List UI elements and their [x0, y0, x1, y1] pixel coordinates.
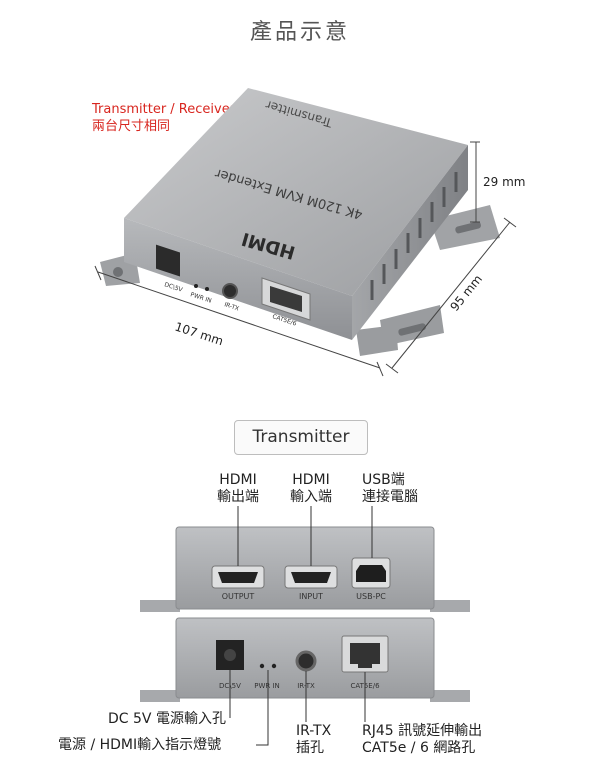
- led-icon: [194, 284, 198, 288]
- callout-usb-line2: 連接電腦: [362, 489, 418, 505]
- callout-ir-line2: 插孔: [296, 740, 324, 756]
- hdmi-socket-icon: [218, 572, 258, 583]
- usb-socket-icon: [356, 565, 386, 582]
- callout-hdmi-input-line2: 輸入端: [290, 489, 332, 505]
- model-note-line1: Transmitter / Receiver: [92, 102, 236, 117]
- port-label-ir: IR-TX: [223, 301, 240, 312]
- mount-slot-icon: [398, 323, 426, 336]
- panel-ear-right: [430, 600, 470, 612]
- port-label-pwr: PWR IN: [189, 291, 212, 304]
- panel-ear-right: [430, 690, 470, 702]
- callout-dc: DC 5V 電源輸入孔: [108, 711, 226, 727]
- led-icon: [205, 287, 209, 291]
- model-note-line2: 兩台尺寸相同: [92, 119, 171, 134]
- rj45-socket-icon: [270, 286, 302, 312]
- mount-ear-right-front: [380, 305, 444, 346]
- callout-rj45-line1: RJ45 訊號延伸輸出: [362, 723, 483, 739]
- dc-jack-icon: [156, 244, 180, 277]
- panel-ear-left: [140, 690, 180, 702]
- mount-hole-icon: [113, 267, 123, 277]
- case-top-face: [124, 88, 468, 296]
- callout-hdmi-output-line1: HDMI: [219, 472, 257, 488]
- section-label-transmitter: Transmitter: [234, 420, 368, 455]
- ir-jack-icon: [222, 283, 238, 299]
- rj45-socket-icon: [350, 643, 380, 668]
- callout-hdmi-input: HDMI 輸入端: [273, 472, 349, 506]
- vent-slots: [370, 172, 458, 300]
- label-pwr-in: PWR IN: [254, 682, 280, 690]
- dc-pin-icon: [224, 649, 236, 661]
- callout-lines: [229, 506, 373, 746]
- dimension-lines: [94, 141, 517, 377]
- dim-width: 107 mm: [173, 320, 225, 349]
- callout-hdmi-output-line2: 輸出端: [217, 489, 259, 505]
- callout-led: 電源 / HDMI輸入指示燈號: [58, 737, 222, 753]
- model-note: Transmitter / Receiver 兩台尺寸相同: [92, 101, 235, 135]
- label-usb-pc: USB-PC: [356, 592, 386, 601]
- callout-ir: IR-TX 插孔: [296, 723, 356, 757]
- label-output: OUTPUT: [222, 592, 255, 601]
- callout-usb: USB端 連接電腦: [362, 472, 472, 506]
- callout-usb-line1: USB端: [362, 472, 405, 488]
- led-icon: [259, 663, 265, 669]
- callout-ir-line1: IR-TX: [296, 723, 332, 739]
- dim-height: 29 mm: [483, 175, 525, 189]
- label-input: INPUT: [299, 592, 323, 601]
- case-side-face: [352, 145, 468, 340]
- ir-jack-icon: [295, 650, 317, 672]
- callout-rj45: RJ45 訊號延伸輸出 CAT5e / 6 網路孔: [362, 723, 542, 757]
- page-title: 產品示意: [249, 20, 350, 45]
- callout-hdmi-input-line1: HDMI: [292, 472, 330, 488]
- callout-hdmi-output: HDMI 輸出端: [200, 472, 276, 506]
- callout-rj45-line2: CAT5e / 6 網路孔: [362, 740, 476, 756]
- hdmi-socket-icon: [291, 572, 331, 583]
- panel-ear-left: [140, 600, 180, 612]
- led-icon: [271, 663, 277, 669]
- mount-slot-icon: [455, 221, 481, 234]
- port-label-dc: DC\5V: [163, 281, 184, 294]
